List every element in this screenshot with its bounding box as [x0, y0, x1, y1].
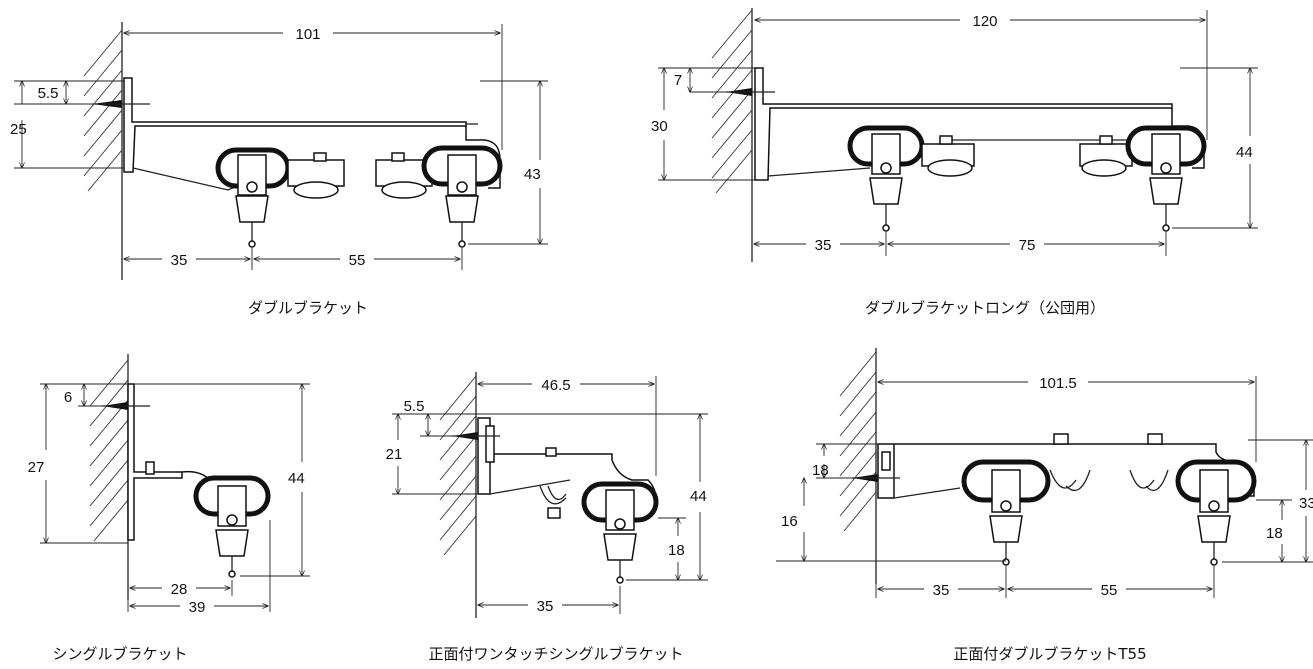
dim-span-right: 75	[1019, 237, 1036, 254]
dim-span-inner: 28	[171, 581, 188, 598]
dim-left-height: 27	[28, 459, 45, 476]
dim-width: 101.5	[1039, 375, 1077, 392]
dim-span-outer: 39	[189, 599, 206, 616]
dim-left-height: 21	[386, 446, 403, 463]
dim-span-left: 35	[815, 237, 832, 254]
dim-hook-height: 18	[1266, 525, 1283, 542]
runner-right	[1125, 125, 1207, 232]
dimension-labels: 120 7 30 44 35 75	[651, 13, 1253, 254]
dim-width: 120	[972, 13, 997, 30]
runner-left	[215, 147, 291, 248]
dim-width: 101	[295, 26, 320, 43]
figure-front-one-touch-single: 46.5 5.5 21 44 18 35 正面付ワンタッチシングルブラケット	[386, 372, 708, 663]
wall-hatch	[711, 8, 753, 262]
screw	[726, 88, 775, 96]
dim-width: 46.5	[541, 377, 570, 394]
runner-left	[847, 125, 925, 232]
figure-caption: ダブルブラケット	[248, 299, 368, 317]
dimension-lines	[14, 23, 548, 270]
figure-caption: 正面付ワンタッチシングルブラケット	[428, 645, 683, 663]
figure-double-bracket: 101 5.5 25 43 35 55 ダブルブラケット	[10, 22, 548, 317]
dimension-labels: 46.5 5.5 21 44 18 35	[386, 377, 707, 615]
dim-span-left: 35	[171, 252, 188, 269]
screw	[452, 432, 500, 440]
dim-right-height: 44	[690, 488, 707, 505]
rollers	[287, 152, 433, 199]
dimension-lines	[776, 372, 1313, 598]
dim-span-right: 55	[349, 252, 366, 269]
screw	[852, 474, 900, 482]
dim-top-offset: 5.5	[404, 398, 425, 415]
screw	[92, 100, 150, 108]
dim-span: 35	[537, 598, 554, 615]
wall-hatch	[83, 22, 123, 280]
dim-right-height: 43	[524, 166, 541, 183]
figure-single-bracket: 6 27 44 28 39 シングルブラケット	[28, 354, 310, 663]
runner	[193, 475, 271, 578]
runner-right	[1175, 459, 1257, 566]
dim-upper-left: 18	[812, 462, 829, 479]
runner-right	[421, 145, 503, 248]
dim-top-offset: 6	[64, 389, 72, 406]
wall-hatch	[439, 372, 477, 618]
dim-top-offset: 5.5	[38, 85, 59, 102]
runner	[581, 481, 659, 584]
screw	[102, 402, 150, 410]
dim-right-height: 44	[288, 470, 305, 487]
dimension-lines	[40, 384, 310, 615]
figure-caption: ダブルブラケットロング（公団用）	[865, 299, 1105, 317]
dimension-labels: 101 5.5 25 43 35 55	[10, 26, 541, 269]
figure-double-bracket-long: 120 7 30 44 35 75 ダブルブラケットロング（公団用）	[651, 8, 1258, 317]
dimension-lines	[658, 10, 1258, 256]
rollers	[921, 135, 1133, 177]
dimension-lines	[392, 372, 708, 618]
dim-top-offset: 7	[674, 72, 682, 89]
dimension-labels: 6 27 44 28 39	[28, 389, 305, 616]
dim-right-height: 33	[1299, 495, 1313, 512]
figure-front-double-t55: 101.5 18 16 18 33 35 55 正面付ダブルブラケットT55	[776, 348, 1313, 663]
dim-span-right: 55	[1101, 582, 1118, 599]
wall-hatch	[839, 348, 877, 584]
dimension-labels: 101.5 18 16 18 33 35 55	[781, 375, 1313, 599]
wall-hatch	[89, 354, 129, 600]
dim-left-height: 25	[10, 121, 27, 138]
dim-left-height: 30	[651, 118, 668, 135]
dim-lower-left: 16	[781, 513, 798, 530]
dim-span-left: 35	[933, 582, 950, 599]
figure-caption: 正面付ダブルブラケットT55	[953, 645, 1146, 663]
dim-right-height: 44	[1236, 144, 1253, 161]
dim-hook-height: 18	[668, 542, 685, 559]
figure-caption: シングルブラケット	[52, 645, 187, 663]
runner-left	[961, 459, 1051, 566]
